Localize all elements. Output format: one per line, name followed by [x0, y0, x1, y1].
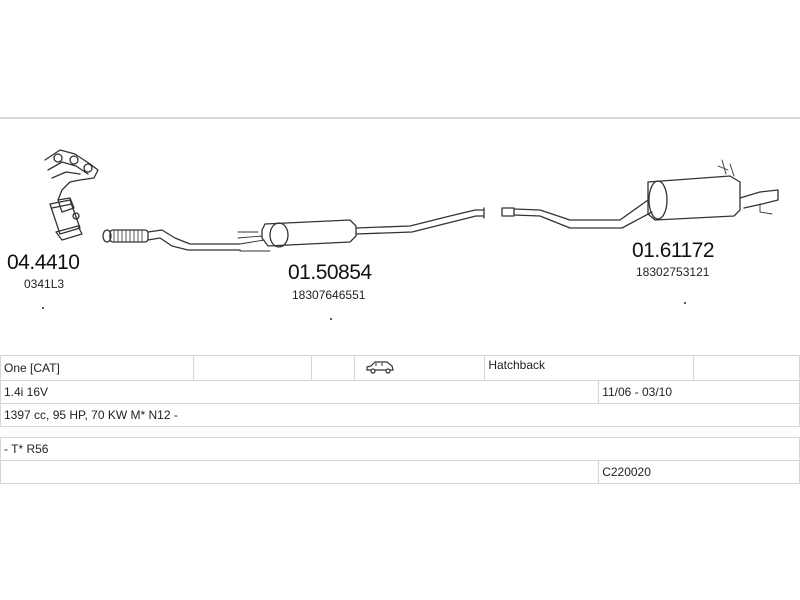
- part-number-middle-silencer[interactable]: 01.50854: [288, 261, 372, 284]
- chassis-code: - T* R56: [0, 437, 800, 461]
- exhaust-system-diagram: [44, 149, 779, 252]
- engine-specs: 1397 cc, 95 HP, 70 KW M* N12 -: [0, 403, 800, 427]
- production-dates: 11/06 - 03/10: [598, 380, 800, 404]
- rear-silencer-drawing: [501, 159, 779, 229]
- part-ref-middle-silencer: 18307646551: [292, 288, 366, 302]
- part-number-rear-silencer[interactable]: 01.61172: [632, 239, 715, 262]
- diagram-top-border: [0, 117, 800, 119]
- car-icon: [366, 360, 395, 374]
- middle-silencer-drawing: [261, 207, 485, 248]
- model-name: One [CAT]: [0, 355, 194, 381]
- marker-dot: [684, 302, 686, 304]
- part-ref-manifold: 0341L3: [24, 277, 65, 291]
- catalogue-code: C220020: [598, 460, 800, 484]
- marker-dot: [330, 318, 332, 320]
- marker-dot: [42, 307, 44, 309]
- spec-row-engine: 1.4i 16V 11/06 - 03/10: [0, 380, 800, 404]
- part-ref-rear-silencer: 18302753121: [636, 265, 710, 279]
- spec-row-gap: [0, 426, 800, 438]
- part-number-manifold[interactable]: 04.4410: [7, 251, 80, 274]
- catalytic-manifold-drawing: [44, 149, 99, 241]
- spec-row-code: C220020: [0, 460, 800, 484]
- spec-row-model: One [CAT] Hatchback: [0, 355, 800, 381]
- engine: 1.4i 16V: [0, 380, 600, 404]
- spec-row-specs: 1397 cc, 95 HP, 70 KW M* N12 -: [0, 403, 800, 427]
- spec-row-chassis: - T* R56: [0, 437, 800, 461]
- body-type: Hatchback: [484, 355, 695, 381]
- body-type-icon-cell: [354, 355, 486, 381]
- front-pipe-drawing: [102, 229, 271, 252]
- vehicle-spec-table: One [CAT] Hatchback 1.4i 16V 11/06 - 03/…: [0, 355, 800, 484]
